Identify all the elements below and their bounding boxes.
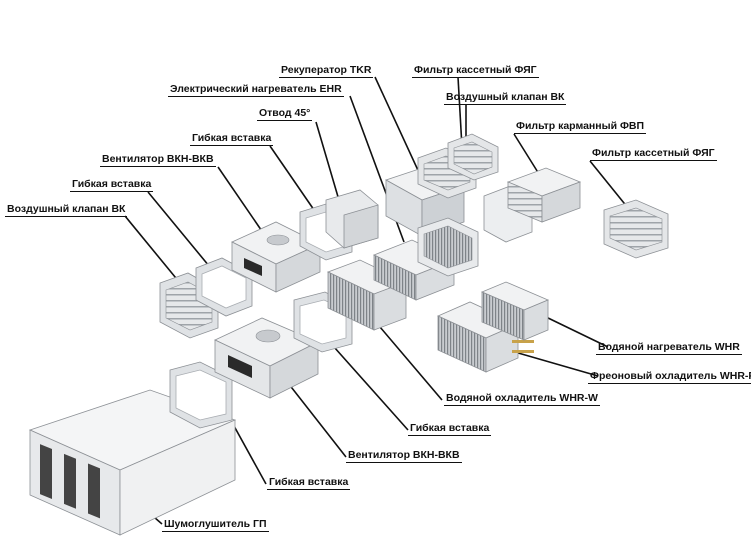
filter-cassette-right-unit[interactable] bbox=[603, 199, 669, 259]
label-heater-electric[interactable]: Электрический нагреватель EHR bbox=[168, 83, 344, 97]
fan-top-unit[interactable] bbox=[231, 221, 321, 293]
label-fan-top[interactable]: Вентилятор ВКН-ВКВ bbox=[100, 153, 216, 167]
fan-bottom-unit[interactable] bbox=[214, 317, 319, 399]
label-recuperator[interactable]: Рекуператор TKR bbox=[279, 64, 374, 78]
label-air-valve-left[interactable]: Воздушный клапан ВК bbox=[5, 203, 128, 217]
label-heater-water[interactable]: Водяной нагреватель WHR bbox=[596, 341, 742, 355]
label-filter-cassette-top[interactable]: Фильтр кассетный ФЯГ bbox=[412, 64, 539, 78]
label-fan-bottom[interactable]: Вентилятор ВКН-ВКВ bbox=[346, 449, 462, 463]
filter-pocket-unit[interactable] bbox=[483, 167, 582, 243]
label-filter-cassette-right[interactable]: Фильтр кассетный ФЯГ bbox=[590, 147, 717, 161]
label-flex-insert-3[interactable]: Гибкая вставка bbox=[408, 422, 492, 436]
label-cooler-water[interactable]: Водяной охладитель WHR-W bbox=[444, 392, 600, 406]
silencer-unit[interactable] bbox=[28, 389, 237, 536]
label-air-valve-top[interactable]: Воздушный клапан ВК bbox=[444, 91, 567, 105]
label-silencer[interactable]: Шумоглушитель ГП bbox=[162, 518, 269, 532]
elbow-45-unit[interactable] bbox=[325, 189, 379, 249]
label-flex-insert-2[interactable]: Гибкая вставка bbox=[70, 178, 154, 192]
label-elbow-45[interactable]: Отвод 45° bbox=[257, 107, 313, 121]
air-valve-top-unit[interactable] bbox=[447, 133, 499, 181]
flex-insert-bottom[interactable] bbox=[169, 361, 233, 429]
water-heater-unit[interactable] bbox=[480, 281, 550, 341]
label-cooler-freon[interactable]: Фреоновый охладитель WHR-R bbox=[588, 370, 751, 384]
label-filter-pocket[interactable]: Фильтр карманный ФВП bbox=[514, 120, 647, 134]
label-flex-insert-1[interactable]: Гибкая вставка bbox=[190, 132, 274, 146]
label-flex-insert-4[interactable]: Гибкая вставка bbox=[267, 476, 351, 490]
